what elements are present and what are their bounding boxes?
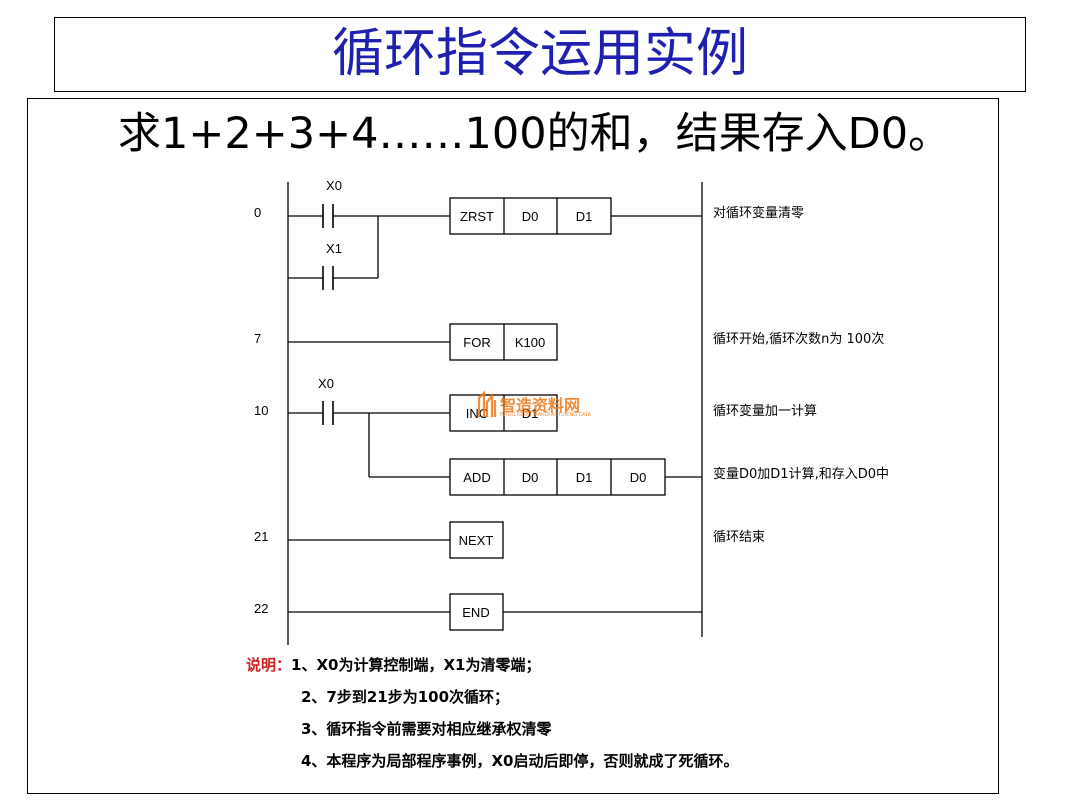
instruction-cell: NEXT	[459, 533, 494, 548]
contact-label: X1	[326, 241, 342, 256]
instruction-cell: FOR	[463, 335, 490, 350]
contact-label: X0	[326, 178, 342, 193]
next-block	[449, 521, 504, 559]
rung-comment: 循环变量加一计算	[713, 403, 817, 419]
instruction-cell: D1	[522, 406, 539, 421]
note-item: 3、循环指令前需要对相应继承权清零	[301, 720, 552, 738]
instruction-cell: D1	[576, 209, 593, 224]
step-number: 22	[254, 601, 268, 616]
note-row: 说明：1、X0为计算控制端，X1为清零端；	[246, 654, 540, 676]
instruction-cell: INC	[466, 406, 488, 421]
instruction-cell: END	[462, 605, 489, 620]
page-title: 循环指令运用实例	[331, 24, 748, 84]
instruction-cell: K100	[515, 335, 545, 350]
instruction-cell: D0	[522, 209, 539, 224]
instruction-cell: D1	[576, 470, 593, 485]
rung-comment: 对循环变量清零	[713, 205, 804, 221]
problem-statement: 求1+2+3+4……100的和，结果存入D0。	[118, 109, 952, 159]
rung-comment: 循环结束	[713, 530, 765, 545]
note-item: 4、本程序为局部程序事例，X0启动后即停，否则就成了死循环。	[301, 752, 739, 770]
instruction-cell: D0	[630, 470, 647, 485]
instruction-cell: D0	[522, 470, 539, 485]
contact-label: X0	[318, 376, 334, 391]
rung-comment: 循环开始,循环次数n为 100次	[713, 331, 884, 347]
step-number: 0	[254, 205, 261, 220]
watermark-subtext: INTELLIGENT MANUFACTURING DATA	[500, 412, 592, 418]
watermark-text: 智造资料网	[500, 396, 581, 415]
note-item: 2、7步到21步为100次循环；	[301, 688, 510, 706]
rung-comment: 变量D0加D1计算,和存入D0中	[713, 466, 889, 482]
instruction-cell: ADD	[463, 470, 490, 485]
step-number: 10	[254, 403, 268, 418]
step-number: 7	[254, 331, 261, 346]
step-number: 21	[254, 529, 268, 544]
main-content-box	[27, 98, 999, 794]
note-item: 1、X0为计算控制端，X1为清零端；	[291, 656, 541, 674]
title-box: 循环指令运用实例	[54, 17, 1026, 92]
watermark-logo-icon	[477, 390, 497, 417]
notes-label: 说明：	[246, 656, 292, 674]
instruction-cell: ZRST	[460, 209, 494, 224]
